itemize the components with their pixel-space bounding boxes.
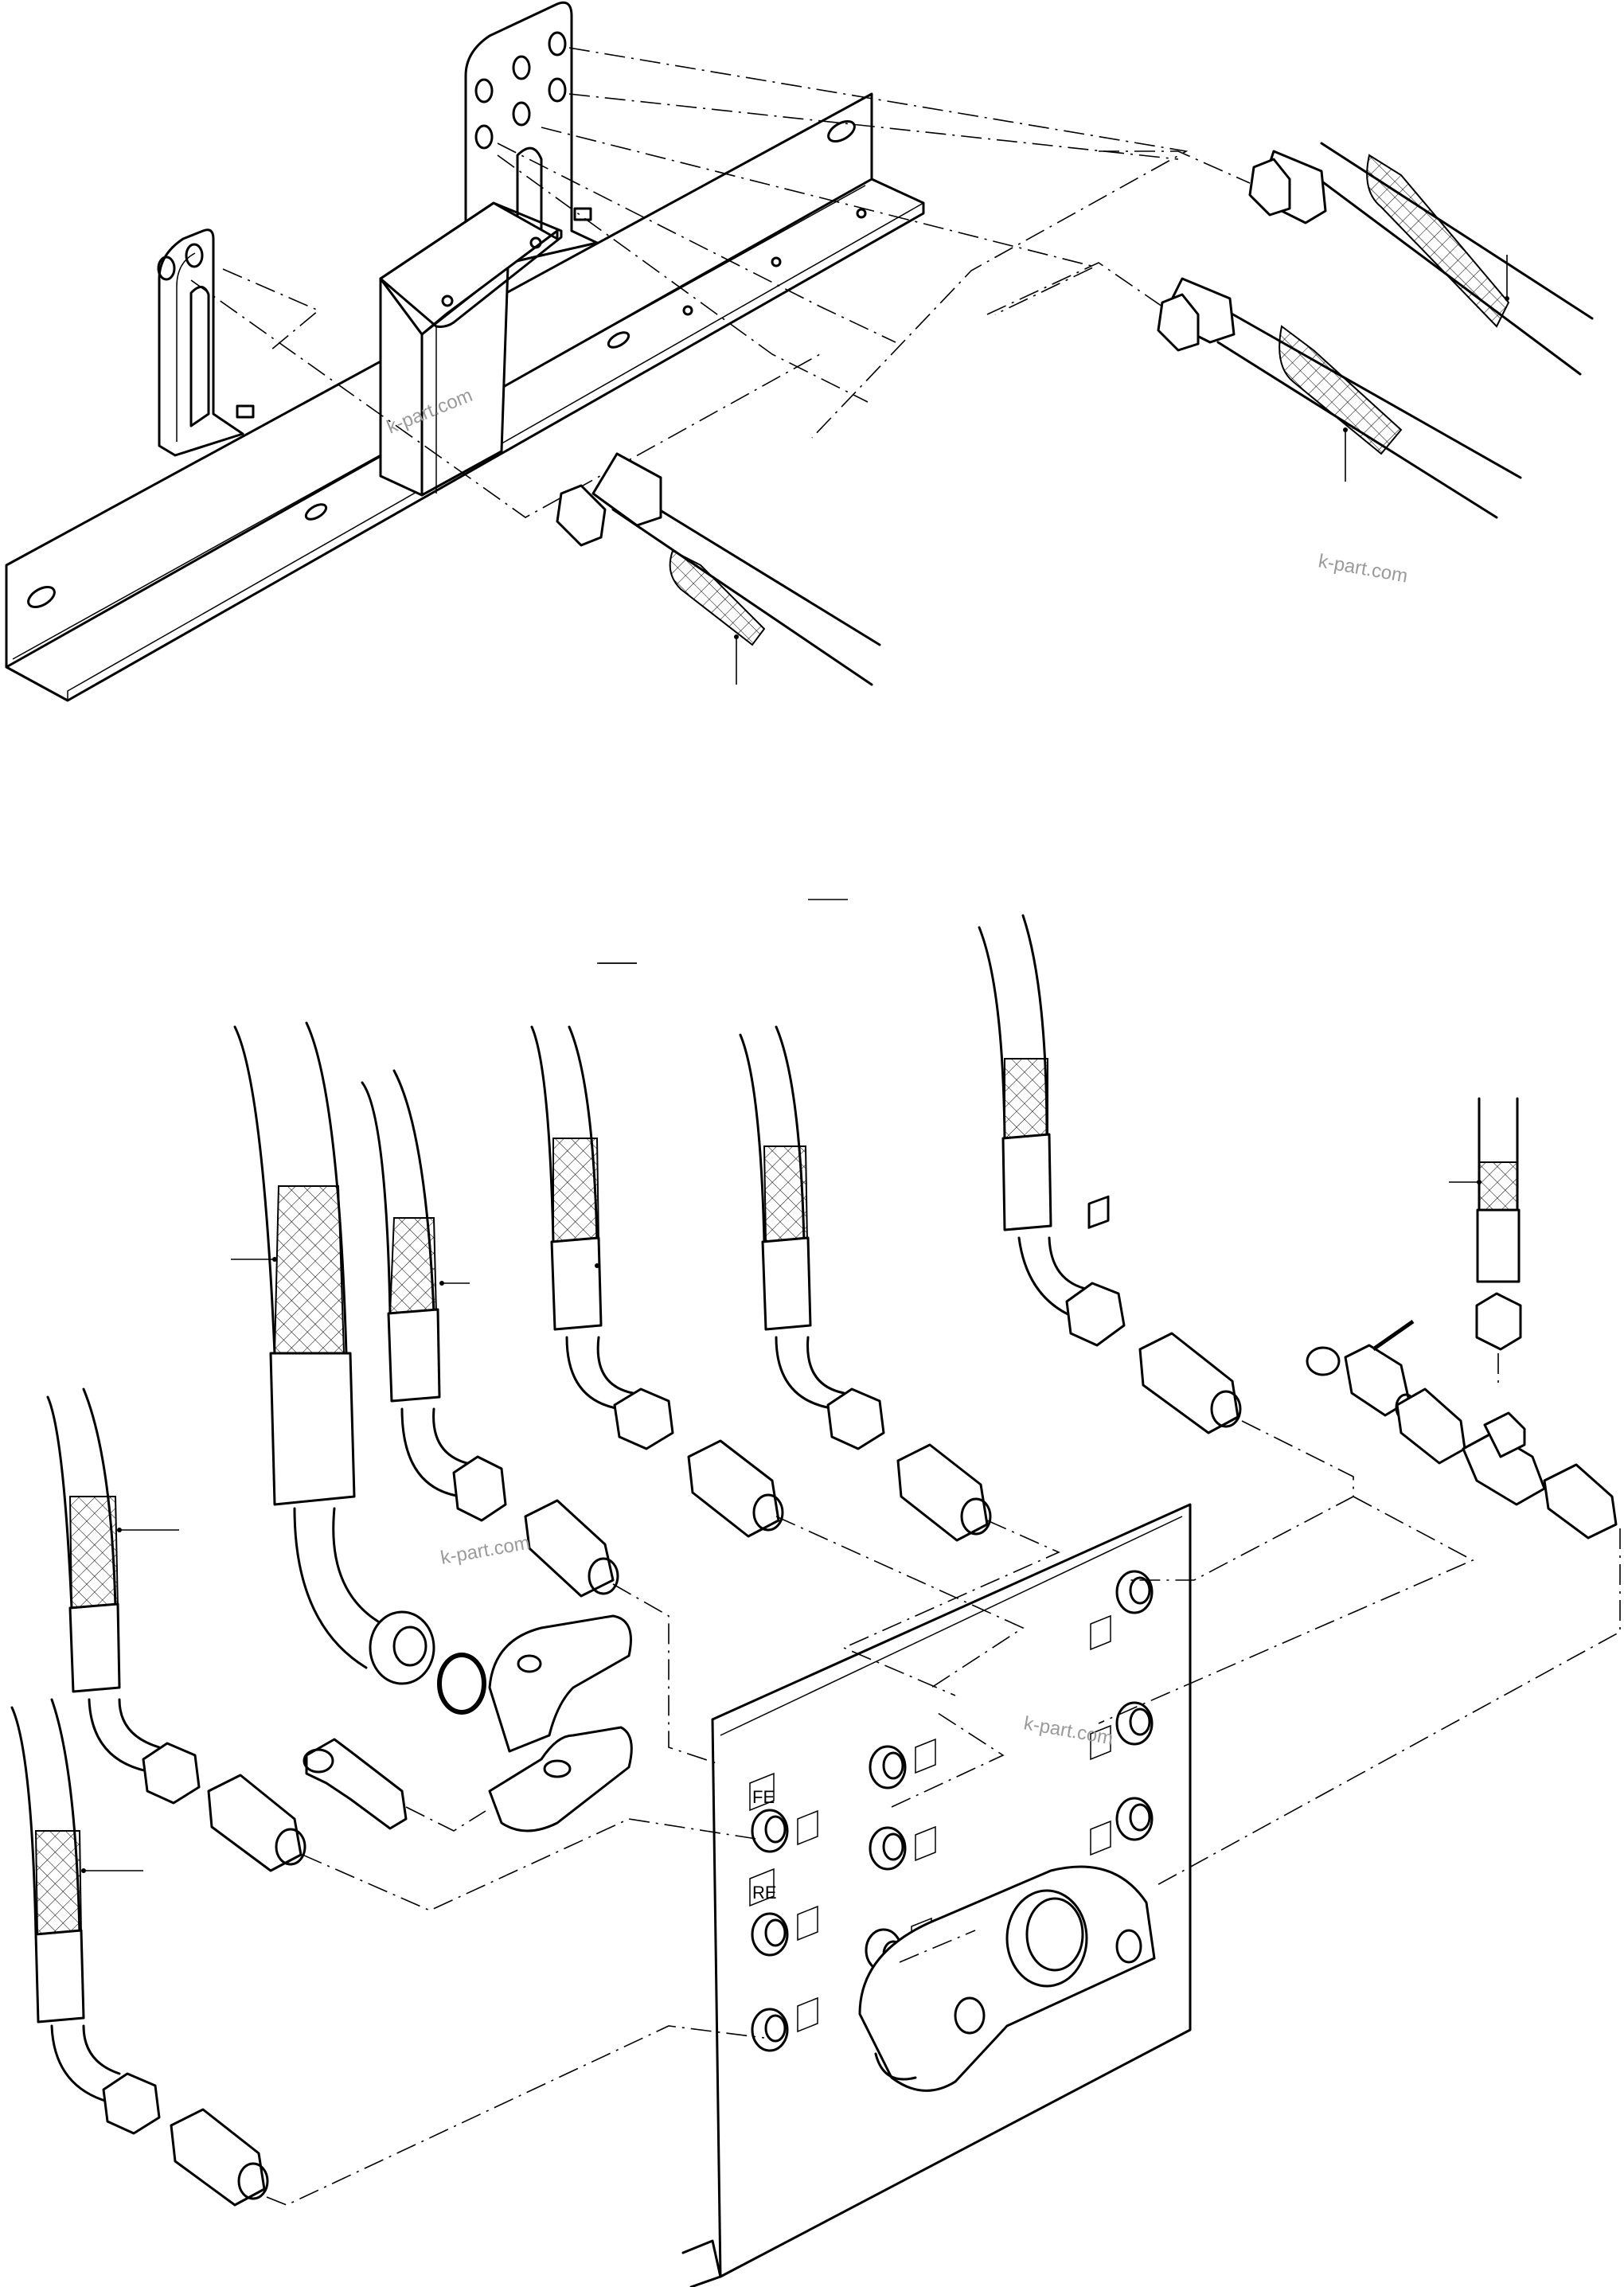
plate-label-re: RE [749, 1867, 777, 1907]
nipple [524, 1499, 619, 1598]
watermark: k-part.com [439, 1532, 531, 1569]
centerlines-top [190, 47, 1189, 518]
flange-kit [303, 1614, 633, 1832]
right-upright [464, 1, 599, 264]
port-fitting [751, 1809, 789, 1853]
nipple [207, 1774, 306, 1872]
port-fitting [1115, 1797, 1154, 1841]
hose-8 [10, 1698, 161, 2135]
center-post [379, 201, 563, 497]
nipple [1138, 1332, 1242, 1434]
upper-hoses: k-part.com [556, 142, 1594, 686]
nipple [170, 2108, 269, 2207]
svg-text:FE: FE [752, 1787, 775, 1807]
flange-half-upper [488, 1614, 632, 1753]
mounting-bracket: k-part.com [5, 1, 1189, 702]
lower-hoses [10, 899, 1522, 2135]
hose-3 [530, 962, 674, 1450]
hose-a [556, 452, 881, 686]
port-fitting [869, 1826, 907, 1871]
hose-c [1157, 277, 1522, 519]
port-plate-assembly: FE RE k-part.com [681, 1195, 1192, 2287]
plate-label-fe: FE [749, 1772, 775, 1812]
hose-4 [739, 899, 885, 1450]
nipple [687, 1439, 784, 1538]
o-ring [437, 1653, 486, 1715]
hose-1 [231, 1021, 435, 1685]
nipple-fittings [170, 1332, 1242, 2207]
nipple [1396, 1387, 1466, 1465]
left-upright [157, 228, 255, 457]
port-fitting [869, 1745, 907, 1789]
port-fitting [1115, 1701, 1154, 1746]
port-fitting [1087, 1195, 1154, 1614]
hose-b [1248, 142, 1594, 376]
tee [1462, 1411, 1546, 1506]
watermark: k-part.com [1317, 550, 1409, 587]
hose-5 [978, 914, 1126, 1347]
port-plate [681, 1503, 1192, 2287]
svg-text:RE: RE [752, 1883, 777, 1903]
port-fitting [751, 2008, 789, 2052]
hose-6 [1449, 1097, 1522, 1389]
nipple [896, 1443, 992, 1542]
port-fittings [751, 1195, 1154, 2052]
hose-2 [361, 1069, 507, 1522]
cap [1306, 1346, 1341, 1376]
hose-7 [46, 1387, 201, 1805]
adapter-block [858, 1865, 1156, 2092]
centerlines-bottom [266, 1420, 1621, 2206]
nipple [1543, 1463, 1618, 1540]
flange-half-lower [488, 1726, 633, 1832]
port-fitting [751, 1912, 789, 1957]
valve-tee-assembly [1306, 1319, 1618, 1540]
bolt [303, 1738, 486, 1832]
